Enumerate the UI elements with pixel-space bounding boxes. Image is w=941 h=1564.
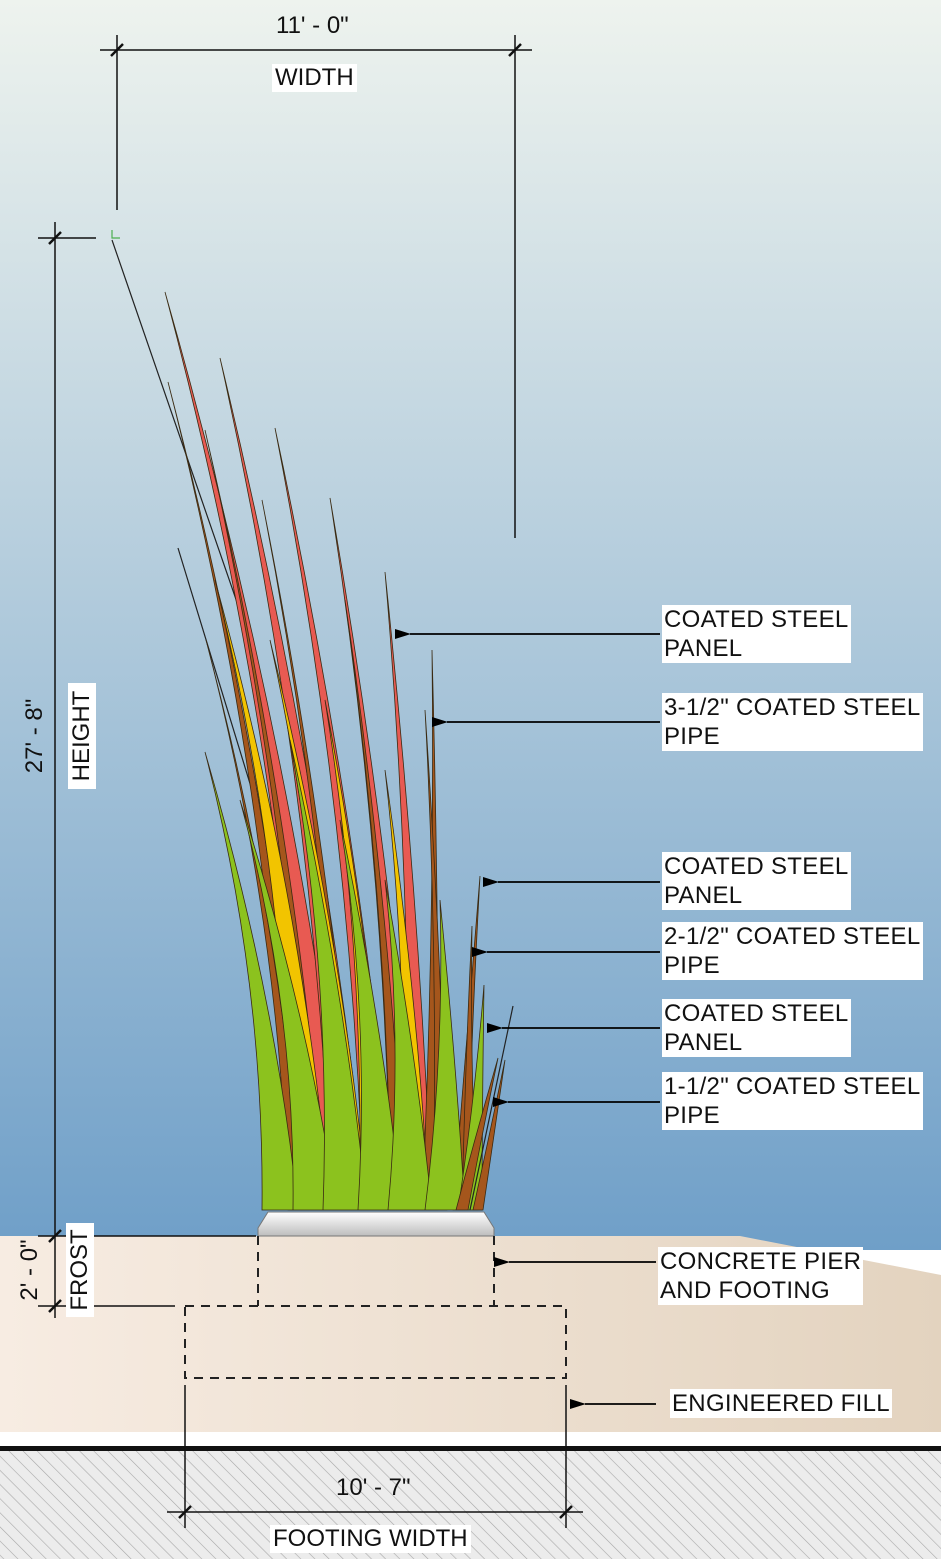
pier-cap (257, 1211, 495, 1237)
callout-line: 3-1/2" COATED STEEL (664, 694, 921, 721)
green-panel (384, 879, 433, 1211)
callout-line: PANEL (664, 882, 743, 909)
subgrade-line (0, 1446, 941, 1451)
guide-line (111, 239, 251, 641)
callout-line: PANEL (664, 1029, 743, 1056)
callout-3-5-inch-pipe: 3-1/2" COATED STEEL PIPE (662, 693, 923, 751)
callout-line: COATED STEEL (664, 1000, 849, 1027)
ground-band (0, 1432, 941, 1450)
callout-line: COATED STEEL (664, 853, 849, 880)
green-panel (204, 751, 299, 1211)
green-panel (339, 819, 403, 1211)
green-panel (239, 799, 338, 1211)
callout-concrete-pier: CONCRETE PIER AND FOOTING (658, 1247, 864, 1305)
guide-line (177, 547, 256, 801)
callout-coated-steel-panel-3: COATED STEEL PANEL (662, 999, 851, 1057)
callout-line: PIPE (664, 723, 720, 750)
dimension-lines (38, 35, 583, 1528)
width-dimension-value: 11' - 0" (276, 12, 349, 39)
frost-dimension-value: 2' - 0" (16, 1239, 43, 1301)
width-dimension-label: WIDTH (272, 64, 357, 92)
green-panel (289, 739, 368, 1211)
green-panel (424, 899, 466, 1211)
callout-line: 1-1/2" COATED STEEL (664, 1073, 921, 1100)
callout-leaders (395, 629, 660, 1409)
callout-line: PIPE (664, 952, 720, 979)
frost-dimension-label: FROST (66, 1223, 94, 1317)
callout-coated-steel-panel-2: COATED STEEL PANEL (662, 852, 851, 910)
steel-pipe (472, 1059, 506, 1211)
height-dimension-label: HEIGHT (68, 683, 96, 789)
callout-engineered-fill: ENGINEERED FILL (670, 1389, 892, 1418)
footing-dimension-label: FOOTING WIDTH (270, 1525, 471, 1553)
guide-line (469, 1005, 514, 1211)
height-dimension-value: 27' - 8" (21, 698, 48, 774)
callout-line: PIPE (664, 1102, 720, 1129)
callout-line: AND FOOTING (660, 1277, 830, 1304)
top-point-marker (111, 230, 120, 239)
callout-coated-steel-panel-1: COATED STEEL PANEL (662, 605, 851, 663)
footing-outline (184, 1236, 567, 1379)
callout-line: CONCRETE PIER (660, 1248, 862, 1275)
sculpture-blades (111, 239, 514, 1211)
callout-line: ENGINEERED FILL (672, 1390, 890, 1417)
callout-2-5-inch-pipe: 2-1/2" COATED STEEL PIPE (662, 922, 923, 980)
steel-pipe (455, 1057, 499, 1211)
footing-dimension-value: 10' - 7" (336, 1474, 411, 1501)
callout-line: PANEL (664, 635, 743, 662)
callout-line: 2-1/2" COATED STEEL (664, 923, 921, 950)
callout-line: COATED STEEL (664, 606, 849, 633)
callout-1-5-inch-pipe: 1-1/2" COATED STEEL PIPE (662, 1072, 923, 1130)
